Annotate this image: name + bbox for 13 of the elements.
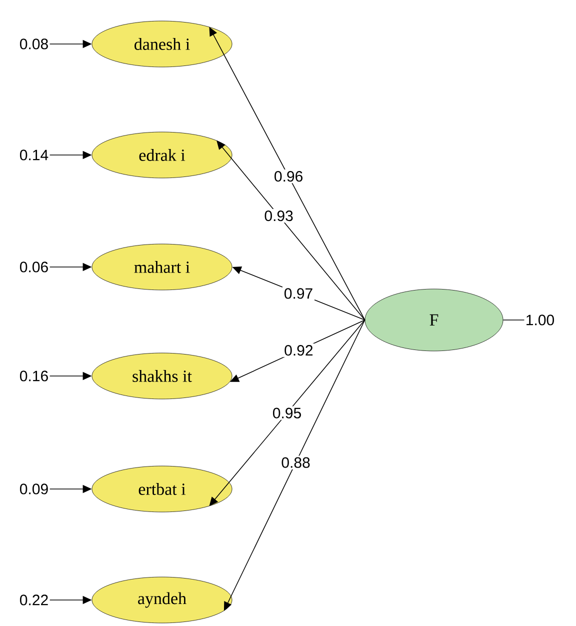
error-value: 0.22: [20, 594, 48, 606]
error-value: 0.08: [20, 38, 48, 50]
error-value: 0.14: [20, 150, 48, 160]
error-value: 0.09: [20, 484, 48, 494]
error-value: 1.00: [526, 314, 554, 326]
error-value: 0.16: [20, 370, 48, 382]
edge-label: 0.93: [262, 209, 295, 223]
edge-label: 0.96: [272, 170, 305, 184]
error-value: 0.06: [20, 262, 48, 272]
edge-label: 0.88: [280, 456, 312, 470]
edge-label: 0.95: [270, 406, 304, 420]
edge-label: 0.92: [282, 344, 315, 358]
edge-label: 0.97: [282, 286, 315, 300]
